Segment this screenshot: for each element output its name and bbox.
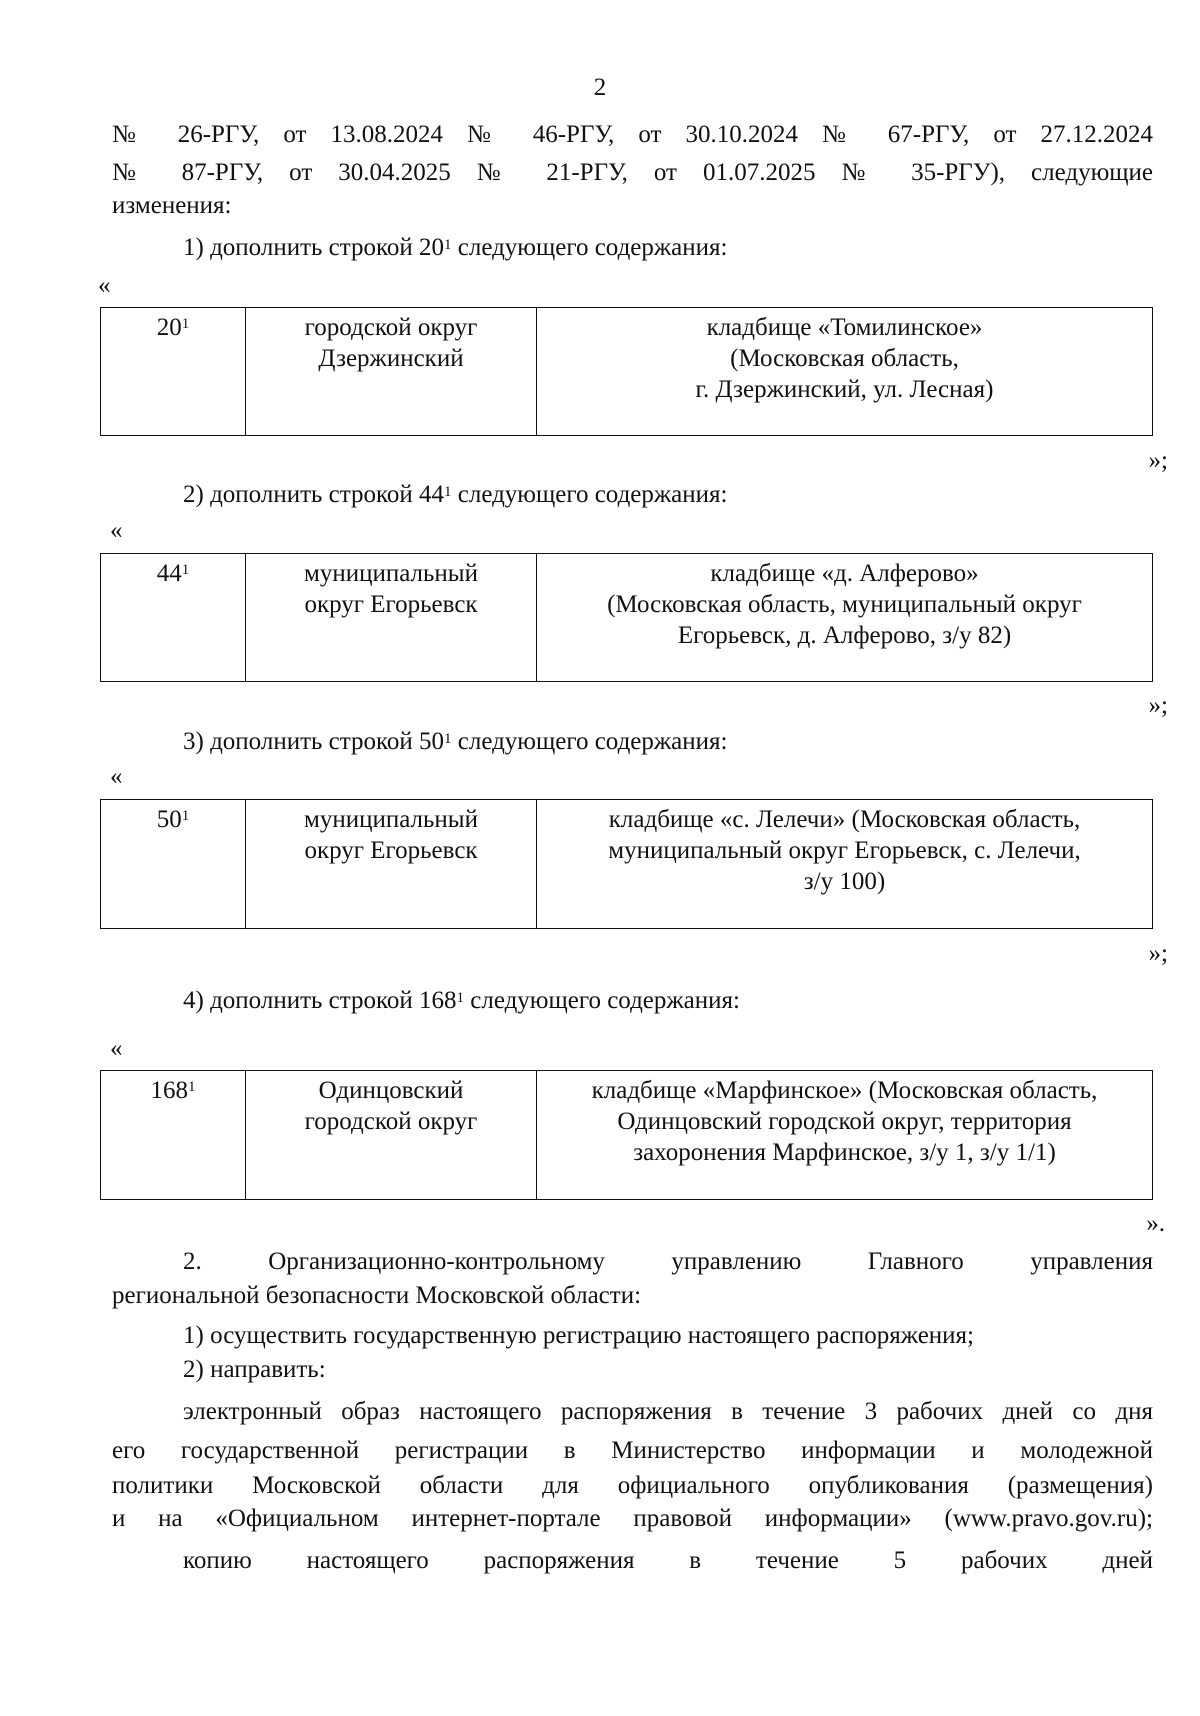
table-row: 501 муниципальный округ Егорьевск кладбище … [100, 799, 1153, 929]
page-number: 2 [593, 74, 607, 101]
row-number: 50 [419, 728, 444, 755]
close-quote: »; [1148, 447, 1168, 474]
cell-cemetery: кладбище «д. Алферово» (Московская област… [536, 553, 1153, 682]
cell-district: Одинцовский городской округ [245, 1070, 537, 1200]
cemetery-line: Егорьевск, д. Алферово, з/у 82) [677, 622, 1012, 649]
instruction-text: следующего содержания: [451, 728, 728, 755]
district-line: муниципальный [304, 560, 478, 587]
cell-district: муниципальный округ Егорьевск [245, 799, 537, 929]
instruction-text: 4) дополнить строкой [183, 987, 419, 1014]
cell-cemetery: кладбище «Марфинское» (Московская област… [536, 1070, 1153, 1200]
open-quote: « [110, 1035, 123, 1062]
amendment-instruction: 4) дополнить строкой 1681 следующего сод… [183, 986, 1153, 1016]
close-quote: »; [1148, 940, 1168, 967]
close-quote: »; [1148, 692, 1168, 719]
close-quote: ». [1146, 1210, 1165, 1237]
cemetery-line: захоронения Марфинское, з/у 1, з/у 1/1) [633, 1139, 1056, 1166]
row-number: 44 [156, 560, 182, 587]
table-row: 441 муниципальный округ Егорьевск кладбище … [100, 553, 1153, 682]
section2-line: 2. Организационно-контрольному управлени… [183, 1248, 1153, 1275]
row-number-superscript: 1 [444, 484, 452, 500]
cell-number: 201 [100, 307, 246, 436]
instruction-text: следующего содержания: [464, 987, 740, 1014]
cemetery-line: кладбище «д. Алферово» [710, 560, 979, 587]
amendment-instruction: 2) дополнить строкой 441 следующего соде… [183, 480, 1153, 510]
row-number-superscript: 1 [188, 1079, 196, 1095]
intro-line: изменения: [112, 192, 232, 219]
row-number: 20 [419, 234, 444, 261]
amendment-table: 441 муниципальный округ Егорьевск кладбище … [100, 553, 1153, 682]
cemetery-line: (Московская область, [730, 345, 959, 372]
cell-cemetery: кладбище «Томилинское» (Московская област… [536, 307, 1153, 436]
cell-number: 441 [100, 553, 246, 682]
intro-line: № 26-РГУ, от 13.08.2024 № 46-РГУ, от 30.… [112, 121, 1153, 148]
row-number-superscript: 1 [456, 990, 465, 1006]
intro-line: № 87-РГУ, от 30.04.2025 № 21-РГУ, от 01.… [112, 159, 1153, 186]
instruction-text: следующего содержания: [451, 481, 728, 508]
section2-line: 1) осуществить государственную регистрац… [183, 1322, 975, 1349]
instruction-text: следующего содержания: [451, 234, 728, 261]
section2-line: копию настоящего распоряжения в течение … [183, 1547, 1153, 1574]
section2-line: региональной безопасности Московской обл… [112, 1282, 642, 1309]
open-quote: « [110, 763, 123, 790]
district-line: городской округ [304, 314, 478, 341]
table-row: 1681 Одинцовский городской округ кладбище «… [100, 1070, 1153, 1200]
amendment-instruction: 1) дополнить строкой 201 следующего соде… [183, 233, 1153, 263]
cemetery-line: кладбище «Томилинское» [706, 314, 983, 341]
district-line: городской округ [304, 1108, 478, 1135]
section2-line: и на «Официальном интернет-портале право… [112, 1505, 1153, 1532]
cell-number: 1681 [100, 1070, 246, 1200]
cell-cemetery: кладбище «с. Лелечи» (Московская область… [536, 799, 1153, 929]
cell-district: муниципальный округ Егорьевск [245, 553, 537, 682]
district-line: Дзержинский [318, 345, 464, 372]
district-line: округ Егорьевск [304, 837, 478, 864]
section2-line: политики Московской области для официаль… [112, 1472, 1153, 1499]
amendment-table: 501 муниципальный округ Егорьевск кладбище … [100, 799, 1153, 929]
row-number-superscript: 1 [444, 237, 452, 253]
row-number: 50 [156, 806, 182, 833]
row-number-superscript: 1 [444, 731, 452, 747]
row-number: 168 [419, 987, 457, 1014]
open-quote: « [98, 272, 111, 299]
section2-line: 2) направить: [183, 1356, 326, 1383]
district-line: Одинцовский [318, 1077, 464, 1104]
amendment-instruction: 3) дополнить строкой 501 следующего соде… [183, 727, 1153, 757]
instruction-text: 2) дополнить строкой [183, 481, 419, 508]
open-quote: « [110, 517, 123, 544]
cell-number: 501 [100, 799, 246, 929]
cemetery-line: (Московская область, муниципальный округ [607, 591, 1082, 618]
row-number: 44 [419, 481, 444, 508]
section2-line: электронный образ настоящего распоряжени… [183, 1398, 1153, 1425]
cemetery-line: кладбище «Марфинское» (Московская област… [591, 1077, 1098, 1104]
district-line: округ Егорьевск [304, 591, 478, 618]
district-line: муниципальный [304, 806, 478, 833]
section2-line: его государственной регистрации в Минист… [112, 1437, 1153, 1464]
row-number: 168 [150, 1077, 189, 1104]
cemetery-line: муниципальный округ Егорьевск, с. Лелечи… [608, 837, 1081, 864]
row-number-superscript: 1 [181, 562, 190, 578]
row-number-superscript: 1 [181, 808, 190, 824]
cemetery-line: г. Дзержинский, ул. Лесная) [695, 376, 994, 403]
amendment-table: 1681 Одинцовский городской округ кладбище «… [100, 1070, 1153, 1200]
cemetery-line: з/у 100) [803, 868, 886, 895]
cemetery-line: кладбище «с. Лелечи» (Московская область… [608, 806, 1081, 833]
row-number-superscript: 1 [181, 316, 190, 332]
instruction-text: 1) дополнить строкой [183, 234, 419, 261]
instruction-text: 3) дополнить строкой [183, 728, 419, 755]
row-number: 20 [156, 314, 182, 341]
cemetery-line: Одинцовский городской округ, территория [617, 1108, 1072, 1135]
